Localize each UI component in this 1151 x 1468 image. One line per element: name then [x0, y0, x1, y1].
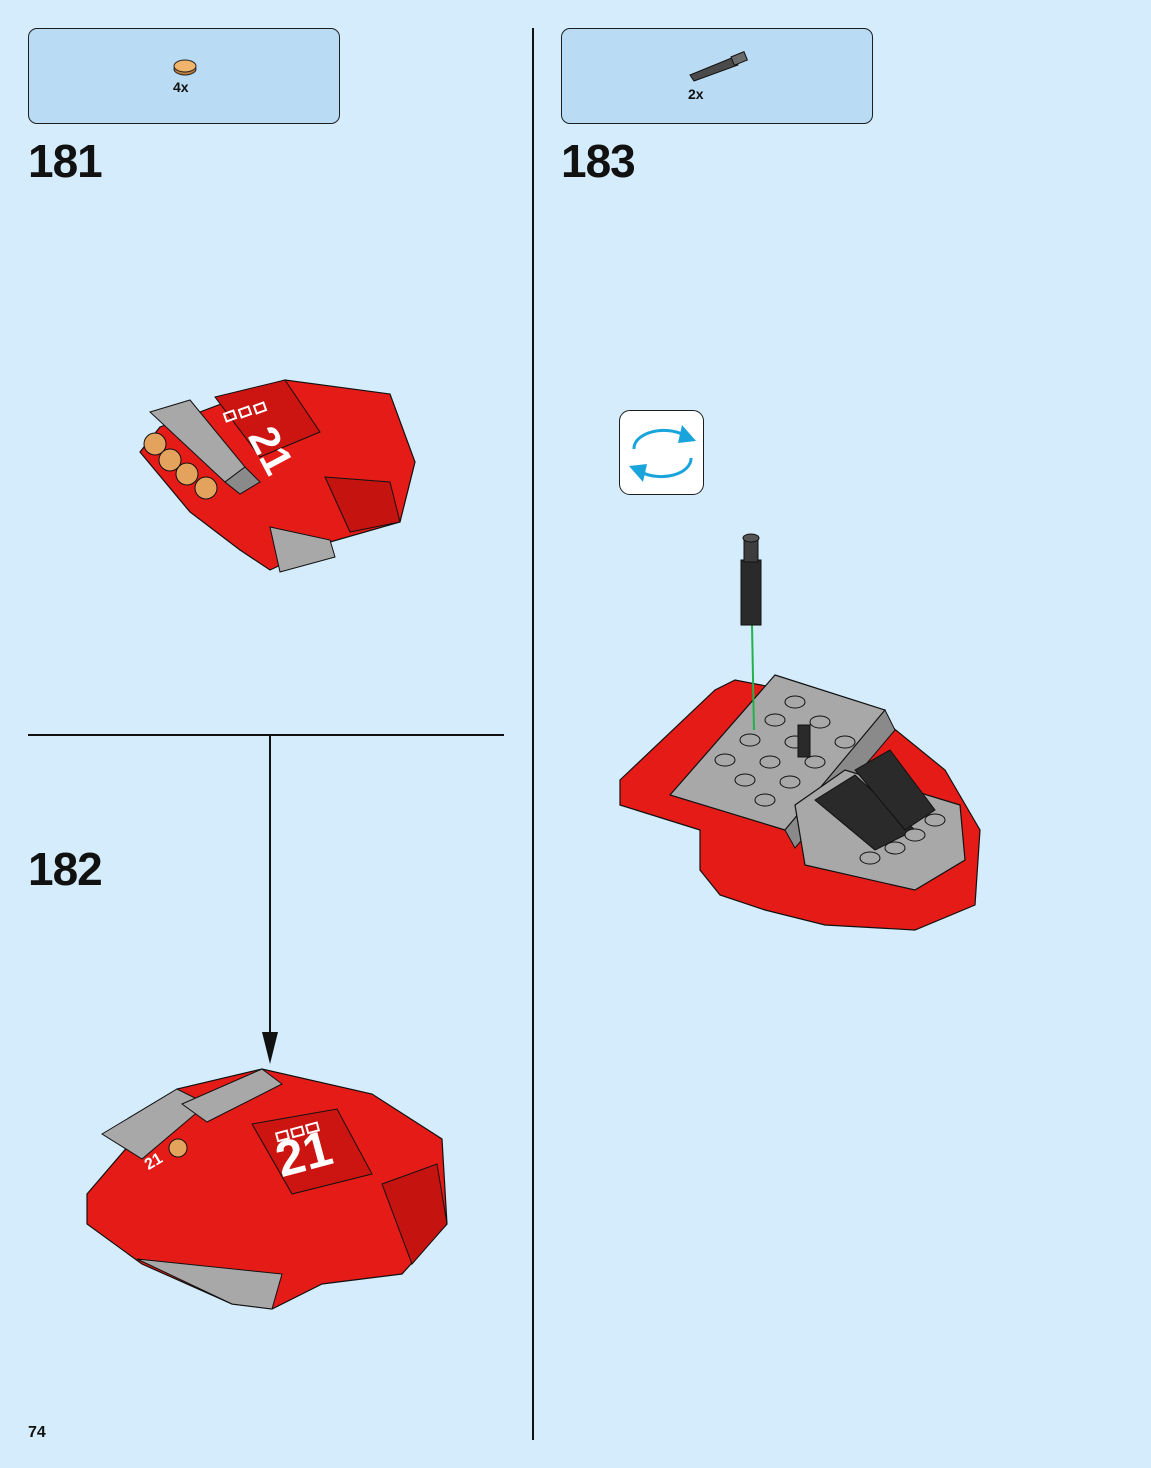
round-tile-icon [173, 59, 197, 76]
arrow-down-icon [262, 1032, 278, 1064]
step-number-181: 181 [28, 135, 103, 187]
part-quantity: 2x [688, 86, 704, 102]
model-step-181-illustration: 21 [139, 379, 416, 573]
model-step-182-illustration: 21 21 [86, 1068, 448, 1310]
axle-pin-icon [689, 51, 749, 82]
svg-text:21: 21 [142, 1150, 166, 1174]
page-number: 74 [28, 1424, 46, 1441]
column-divider [532, 28, 534, 1440]
rotate-hint [619, 410, 704, 495]
part-quantity: 4x [173, 79, 189, 95]
parts-callout-181: 4x [28, 28, 340, 124]
step-divider [28, 734, 504, 736]
arrow-shaft [269, 734, 271, 1034]
step-number-182: 182 [28, 843, 103, 895]
rotate-icon [629, 425, 696, 482]
step-number-183: 183 [561, 135, 636, 187]
model-step-183-illustration [619, 533, 981, 931]
parts-callout-183: 2x [561, 28, 873, 124]
